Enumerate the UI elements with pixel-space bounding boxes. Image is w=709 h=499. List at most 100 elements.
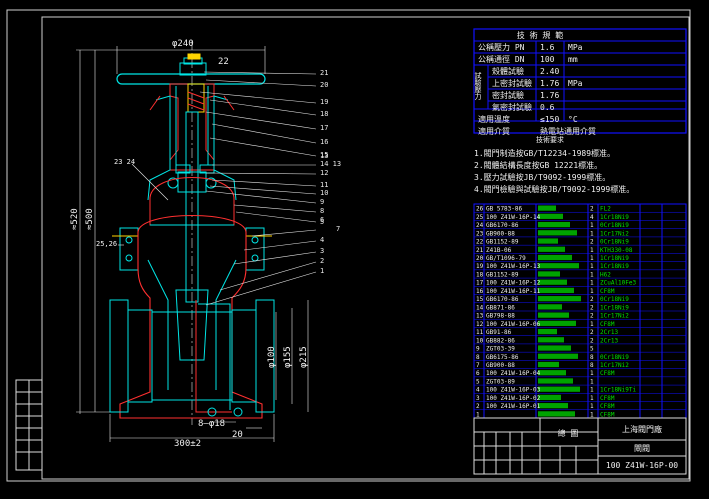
dim-height-500: ≈500 xyxy=(85,208,95,230)
bom-material: CF8M xyxy=(600,411,615,418)
bom-qty: 2 xyxy=(590,304,594,311)
bom-material: 2Cr13 xyxy=(600,329,618,336)
bom-no: 5 xyxy=(476,378,480,385)
bom-material: ZCuAl10Fe3 xyxy=(600,280,637,287)
callout-number: 7 xyxy=(336,225,340,233)
bom-no: 13 xyxy=(476,313,484,320)
dim-bolts: 8—φ18 xyxy=(198,419,225,429)
bom-qty: 2 xyxy=(590,206,594,213)
bom-name-cell xyxy=(538,345,571,351)
bom-name-cell xyxy=(538,320,576,326)
callout-number: 10 xyxy=(320,189,328,197)
bom-material: 0Cr18Ni9 xyxy=(600,239,629,246)
bom-name-cell xyxy=(538,312,569,318)
callout-number: 18 xyxy=(320,110,328,118)
callout-number: 11 xyxy=(320,181,328,189)
bom-qty: 4 xyxy=(590,214,594,221)
callout-number: 15 xyxy=(320,151,328,159)
title-block-lines xyxy=(473,417,687,475)
bom-name-cell xyxy=(538,213,563,219)
bom-qty: 2 xyxy=(590,296,594,303)
gate-wedge xyxy=(175,289,209,361)
params-side-label: 試驗壓力 xyxy=(474,71,482,101)
param-unit: MPa xyxy=(568,43,583,52)
bom-material: 1Cr17Ni2 xyxy=(600,313,629,320)
callout-number: 21 xyxy=(320,69,328,77)
bom-name-cell xyxy=(538,386,580,392)
bom-code: 100 Z41W-16P-14 xyxy=(486,214,541,221)
bom-material: CF8M xyxy=(600,288,615,295)
bom-no: 16 xyxy=(476,288,484,295)
bom-no: 1 xyxy=(476,411,480,418)
dim-22: 22 xyxy=(218,57,229,67)
bom-qty: 8 xyxy=(590,354,594,361)
bom-qty: 1 xyxy=(590,263,594,270)
bom-material: 0Cr18Ni9 xyxy=(600,296,629,303)
bom-qty: 1 xyxy=(590,378,594,385)
title-assembly: 總 圖 xyxy=(558,428,579,438)
bom-material: 1Cr18Ni9 xyxy=(600,304,629,311)
bom-name-cell xyxy=(538,246,565,252)
bom-qty: 2 xyxy=(590,313,594,320)
callout-number: 16 xyxy=(320,138,328,146)
callout-number: 17 xyxy=(320,124,328,132)
param-value: 0.6 xyxy=(540,103,555,112)
bom-no: 7 xyxy=(476,362,480,369)
param-name: 氣密封試驗 xyxy=(492,102,532,112)
param-unit: mm xyxy=(568,55,578,64)
bom-name-cell xyxy=(538,271,560,277)
bom-material: FL2 xyxy=(600,206,611,213)
bom-name-cell xyxy=(538,411,575,417)
bom-name-cell xyxy=(538,296,581,302)
callout-number: 20 xyxy=(320,81,328,89)
bom-no: 26 xyxy=(476,206,484,213)
bom-name-cell xyxy=(538,287,574,294)
bom-name-cell xyxy=(538,230,577,236)
bom-no: 15 xyxy=(476,296,484,303)
dim-d155: φ155 xyxy=(283,346,293,368)
callout-number: 19 xyxy=(320,98,328,106)
bom-code: 100 Z41W-16P-03 xyxy=(486,387,541,394)
bom-name-cell xyxy=(538,279,567,285)
bom-name-cell xyxy=(538,378,573,384)
bom-qty: 1 xyxy=(590,222,594,229)
dimension-lines xyxy=(76,46,309,442)
callout-number: 3 xyxy=(320,247,324,255)
bom-code: ZGT03-39 xyxy=(486,346,515,353)
callout-leaders xyxy=(199,71,317,306)
bom-no: 25 xyxy=(476,214,484,221)
bom-code: 100 Z41W-16P-12 xyxy=(486,280,541,287)
dim-flange-20: 20 xyxy=(232,430,243,440)
bom-name-cell xyxy=(538,337,564,343)
callout-number: 5 xyxy=(320,218,324,226)
bom-no: 2 xyxy=(476,403,480,410)
bom-no: 14 xyxy=(476,304,484,311)
callout-number: 1 xyxy=(320,267,324,275)
notes-title: 技術要求 xyxy=(536,135,564,144)
bom-name-cell xyxy=(538,254,572,261)
bom-material: 1Cr17Ni2 xyxy=(600,362,629,369)
param-name: 殼體試驗 xyxy=(492,66,524,76)
bom-code: 100 Z41W-16P-01 xyxy=(486,403,541,410)
bom-name-cell xyxy=(538,353,578,359)
bom-qty: 1 xyxy=(590,255,594,262)
callout-number: 13 xyxy=(320,152,328,160)
bom-qty: 1 xyxy=(590,395,594,402)
dim-height-520: ≈520 xyxy=(70,208,80,230)
dim-d215: φ215 xyxy=(299,346,309,368)
param-unit: °C xyxy=(568,115,578,124)
note-2: 2.閥體結構長度按GB 12221標准。 xyxy=(474,160,602,170)
bom-code: GB1152-89 xyxy=(486,271,519,278)
bom-qty: 1 xyxy=(590,271,594,278)
bom-code: GB91-86 xyxy=(486,329,512,336)
bom-qty: 2 xyxy=(590,337,594,344)
note-1: 1.閥門制造按GB/T12234-1989標准。 xyxy=(474,148,615,158)
param-name: 公稱通徑 DN xyxy=(478,54,525,64)
bom-code: GB6170-86 xyxy=(486,296,519,303)
param-name: 公稱壓力 PN xyxy=(478,42,525,52)
bom-code: GB6170-86 xyxy=(486,222,519,229)
bom-no: 20 xyxy=(476,255,484,262)
